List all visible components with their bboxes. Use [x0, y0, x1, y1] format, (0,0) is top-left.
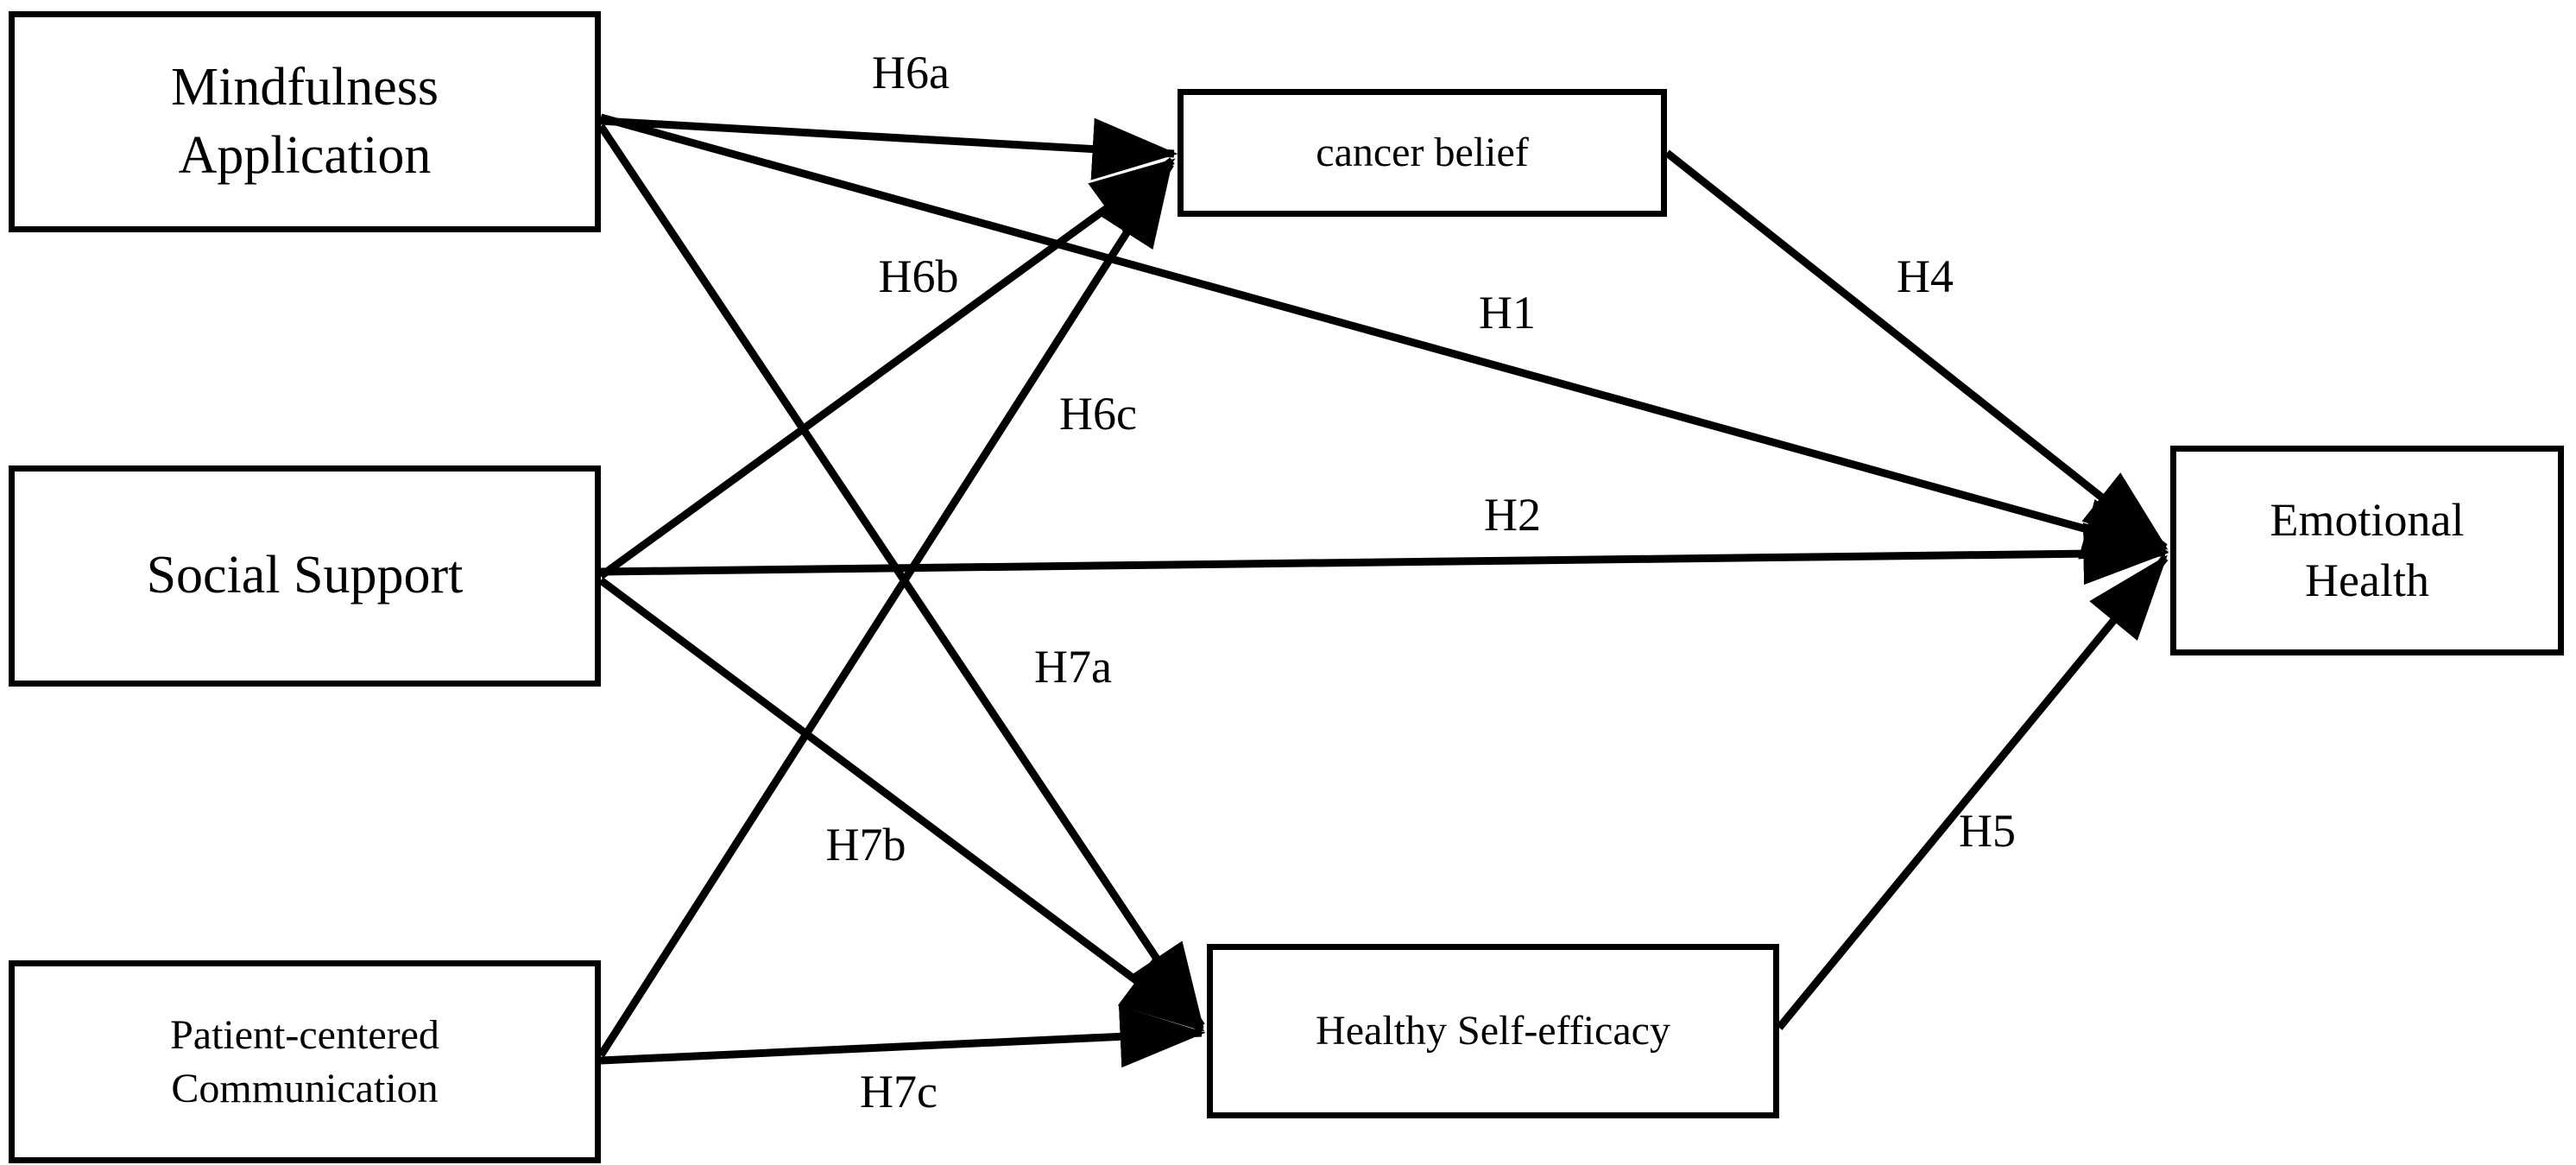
node-patient-centered-communication[interactable]: Patient-centered Communication: [9, 960, 601, 1163]
edge-H7c: [600, 1005, 1206, 1068]
edge-H7b: [598, 577, 1205, 1033]
node-label: cancer belief: [1316, 130, 1529, 176]
edge-label-H6c: H6c: [1059, 388, 1137, 440]
edge-H2: [600, 522, 2169, 586]
edge-H6c: [597, 161, 1174, 1058]
edge-H6b: [598, 157, 1176, 579]
edge-label-H5: H5: [1959, 805, 2016, 857]
edge-label-H7c: H7c: [860, 1066, 938, 1118]
node-label: Healthy Self-efficacy: [1316, 1008, 1670, 1054]
node-label: Patient-centered Communication: [170, 1012, 439, 1111]
node-mindfulness-application[interactable]: Mindfulness Application: [9, 11, 601, 232]
edge-H6a: [600, 117, 1178, 180]
node-label: Emotional Health: [2270, 494, 2465, 606]
node-label: Mindfulness Application: [171, 57, 439, 185]
edge-H5: [1776, 554, 2169, 1030]
node-label: Social Support: [146, 546, 464, 605]
edge-label-H4: H4: [1897, 250, 1954, 302]
edge-label-H7b: H7b: [825, 819, 906, 871]
edge-H7a: [597, 123, 1205, 1029]
node-social-support[interactable]: Social Support: [9, 465, 601, 687]
edge-H1: [599, 113, 2169, 560]
edge-label-H1: H1: [1479, 287, 1536, 339]
edge-label-H6a: H6a: [872, 47, 950, 98]
edge-label-H6b: H6b: [878, 250, 959, 302]
node-emotional-health[interactable]: Emotional Health: [2170, 446, 2564, 655]
node-cancer-belief[interactable]: cancer belief: [1178, 89, 1667, 217]
node-healthy-self-efficacy[interactable]: Healthy Self-efficacy: [1207, 944, 1779, 1118]
edge-label-H7a: H7a: [1034, 641, 1112, 693]
edge-label-H2: H2: [1484, 489, 1541, 541]
edge-H4: [1664, 149, 2169, 551]
